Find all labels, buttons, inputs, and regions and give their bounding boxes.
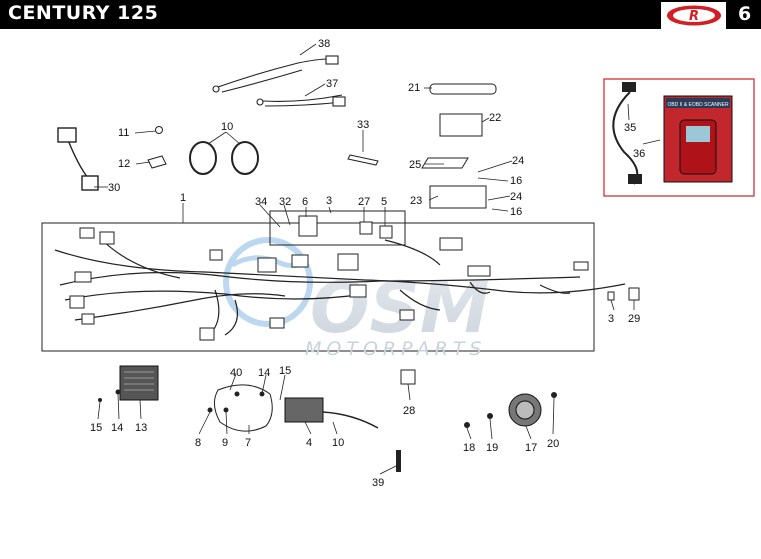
sensor-cable <box>57 127 99 191</box>
callout: 30 <box>108 182 120 194</box>
parts-diagram: OSM <box>41 38 755 489</box>
callout: 32 <box>279 196 291 208</box>
callout: 12 <box>118 158 130 170</box>
callout: 4 <box>306 437 312 449</box>
header-bar: CENTURY 125 R 6 <box>0 0 761 29</box>
sub-harness-38 <box>212 55 339 93</box>
callout: 16 <box>510 206 522 218</box>
callout: 3 <box>326 195 332 207</box>
horn <box>508 393 542 427</box>
callout: 35 <box>624 122 636 134</box>
callout: 22 <box>489 112 501 124</box>
callout: 8 <box>195 437 201 449</box>
misc-parts <box>147 83 640 385</box>
watermark-letters: OSM <box>310 267 490 349</box>
callout: 1 <box>180 192 186 204</box>
sub-harness-37 <box>256 94 346 107</box>
tool-package-text: OBD II & EOBD SCANNER <box>667 102 729 108</box>
watermark-subtext: MOTORPARTS <box>305 338 487 360</box>
callout: 38 <box>318 38 330 50</box>
harness-frame <box>41 222 595 352</box>
callout: 3 <box>608 313 614 325</box>
callout: 16 <box>510 175 522 187</box>
callout: 17 <box>525 442 537 454</box>
callout: 11 <box>118 127 129 139</box>
callout: 15 <box>90 422 102 434</box>
harness-connectors <box>69 227 589 341</box>
callout: 6 <box>302 196 308 208</box>
callout: 10 <box>221 121 233 133</box>
diagnostic-tool-frame <box>603 78 755 197</box>
callout: 9 <box>222 437 228 449</box>
callout: 29 <box>628 313 640 325</box>
callout: 24 <box>510 191 522 203</box>
ignition-coil <box>284 397 379 429</box>
callout: 23 <box>410 195 422 207</box>
callout: 27 <box>358 196 370 208</box>
clamp-rings <box>189 141 259 175</box>
callout: 24 <box>512 155 524 167</box>
logo-letter: R <box>689 9 699 24</box>
brand-logo: R <box>661 2 726 29</box>
voltage-regulator <box>119 365 159 401</box>
callout: 18 <box>463 442 475 454</box>
page-title: CENTURY 125 <box>8 2 159 24</box>
callout: 7 <box>245 437 251 449</box>
relay-group-frame <box>269 210 406 246</box>
callout: 5 <box>381 196 387 208</box>
callout: 36 <box>633 148 645 160</box>
callout: 40 <box>230 367 242 379</box>
callout: 25 <box>409 159 421 171</box>
fasteners <box>98 389 557 472</box>
callout: 13 <box>135 422 147 434</box>
callout: 20 <box>547 438 559 450</box>
callout: 37 <box>326 78 338 90</box>
callout: 10 <box>332 437 344 449</box>
callout: 15 <box>279 365 291 377</box>
callout: 14 <box>258 367 270 379</box>
callout-labels: 1 10 3 3 4 5 6 7 8 9 10 11 12 13 14 14 1… <box>90 38 645 489</box>
page-number: 6 <box>738 3 752 25</box>
callout: 34 <box>255 196 267 208</box>
main-wiring-harness <box>54 237 626 336</box>
callout: 33 <box>357 119 369 131</box>
callout: 14 <box>111 422 123 434</box>
diagnostic-tool: OBD II & EOBD SCANNER <box>612 82 733 185</box>
leader-lines <box>94 43 661 475</box>
callout: 39 <box>372 477 384 489</box>
ignition-cover <box>214 384 273 432</box>
callout: 28 <box>403 405 415 417</box>
callout: 21 <box>408 82 420 94</box>
callout: 19 <box>486 442 498 454</box>
